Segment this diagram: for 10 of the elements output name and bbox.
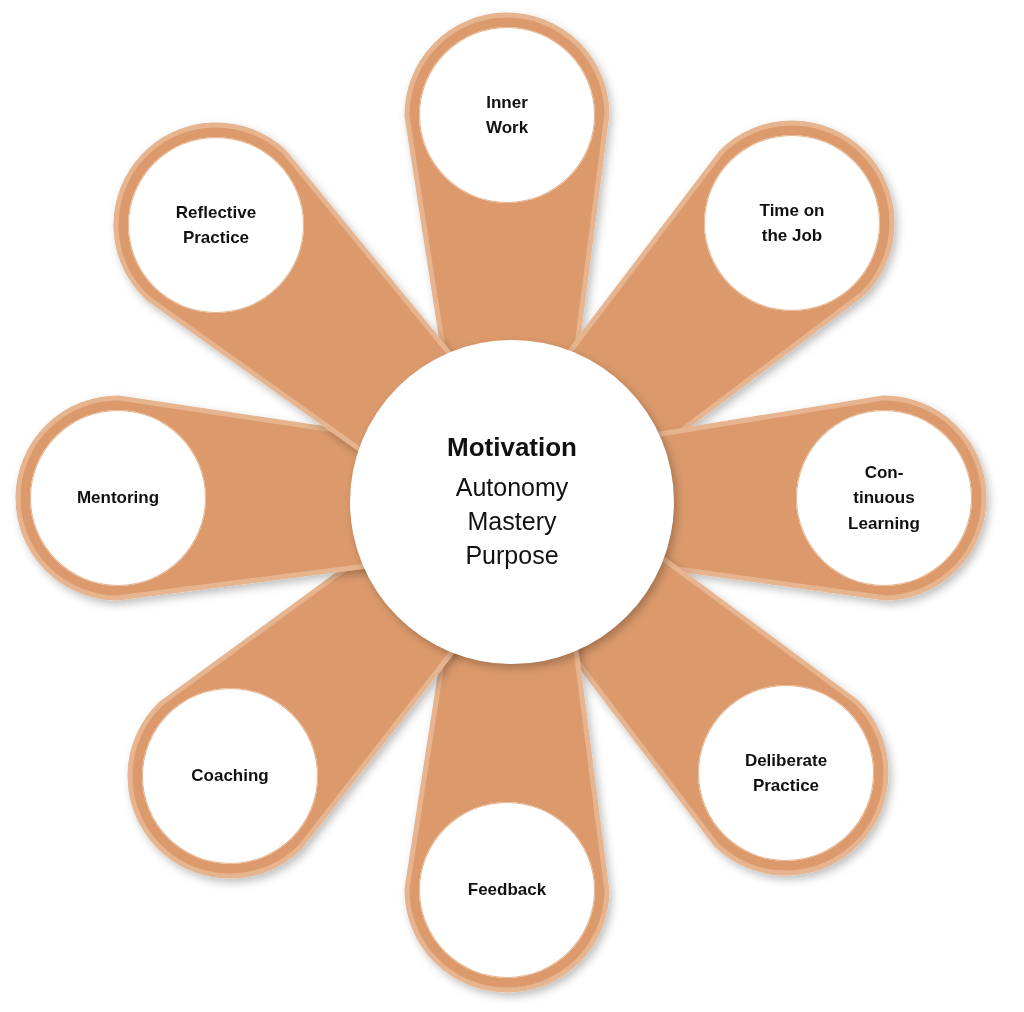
- petal-label: Time on the Job: [758, 199, 826, 247]
- petal-label: Coaching: [190, 765, 270, 788]
- petal-label: Mentoring: [75, 487, 161, 510]
- petal-label: Reflective Practice: [174, 201, 258, 249]
- petal-label: Deliberate Practice: [743, 749, 829, 797]
- center-heading: Motivation: [446, 431, 578, 465]
- petal-label: Inner Work: [484, 91, 530, 139]
- petal-label: Feedback: [466, 879, 548, 902]
- petal-label: Con- tinuous Learning: [847, 461, 921, 535]
- center-text: Autonomy Mastery Purpose: [454, 472, 570, 571]
